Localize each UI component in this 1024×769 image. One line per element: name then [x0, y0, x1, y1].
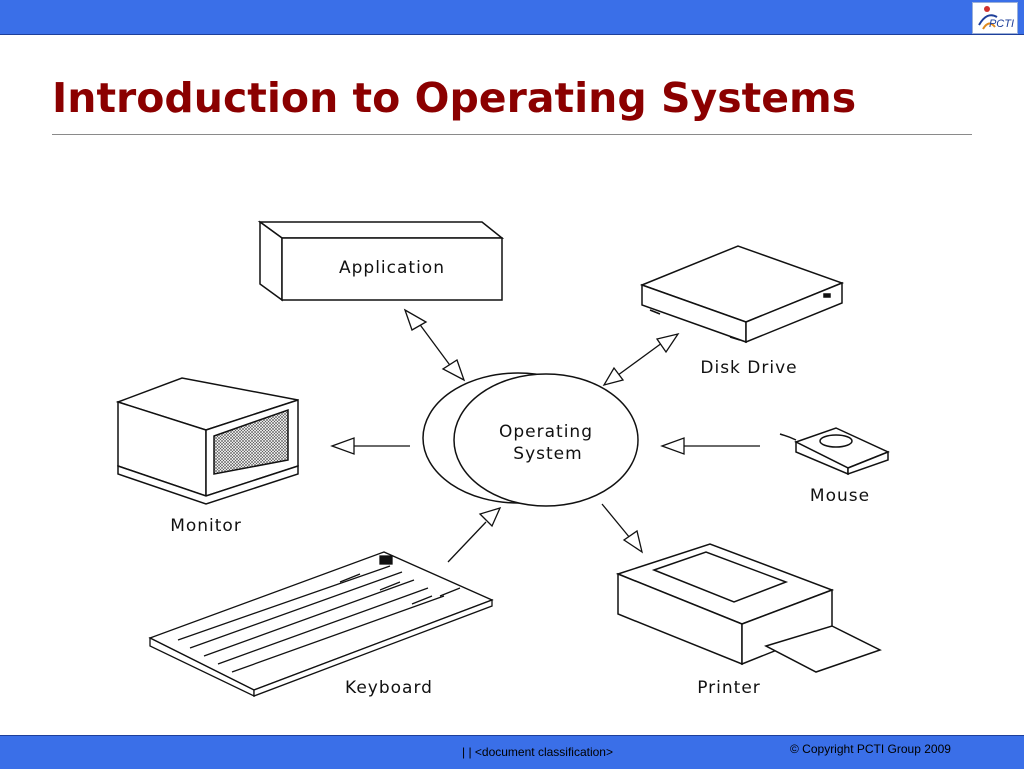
mouse-icon: [779, 427, 890, 476]
disk-drive-label: Disk Drive: [700, 358, 797, 378]
top-bar: PCTI: [0, 0, 1024, 35]
arrow-keyboard: [447, 506, 502, 563]
application-label: Application: [339, 258, 445, 278]
arrow-mouse: [660, 437, 760, 455]
printer-icon: [615, 543, 882, 673]
arrow-application: [403, 308, 466, 382]
arrow-printer: [601, 503, 644, 554]
keyboard-label: Keyboard: [345, 678, 433, 698]
copyright-text: © Copyright PCTI Group 2009: [790, 742, 951, 756]
printer-label: Printer: [697, 678, 761, 698]
os-label-line2: System: [513, 444, 582, 464]
operating-system-node: [422, 372, 639, 507]
slide-title: Introduction to Operating Systems: [52, 74, 857, 122]
arrow-monitor: [330, 437, 410, 455]
disk-drive-icon: [639, 245, 845, 344]
keyboard-icon: [148, 551, 494, 698]
logo-text: PCTI: [988, 18, 1014, 30]
pcti-logo: PCTI: [972, 2, 1018, 34]
application-box: [257, 220, 505, 302]
monitor-icon: [115, 377, 299, 505]
mouse-label: Mouse: [810, 486, 870, 506]
document-classification: | | <document classification>: [462, 745, 613, 759]
bottom-bar: [0, 735, 1024, 769]
monitor-label: Monitor: [170, 516, 242, 536]
arrow-disk-drive: [602, 332, 680, 387]
os-label-line1: Operating: [499, 422, 593, 442]
title-divider: [52, 134, 972, 135]
logo-figure-icon: [978, 6, 998, 30]
